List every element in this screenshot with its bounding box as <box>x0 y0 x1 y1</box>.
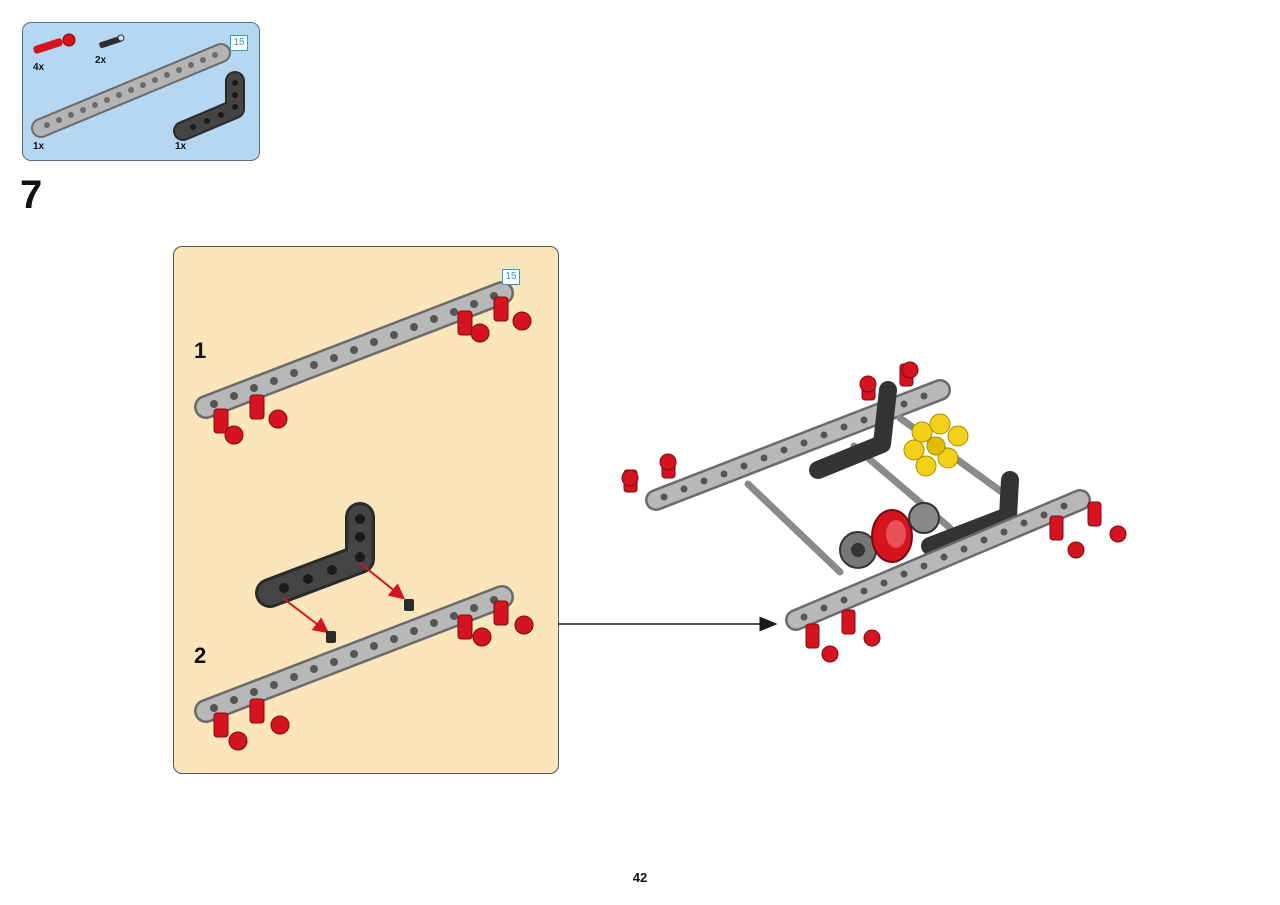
substep1-pins <box>213 296 532 445</box>
sub-step-2-number: 2 <box>194 643 207 668</box>
substep2-pins <box>213 600 534 751</box>
sub-step-1-number: 1 <box>194 338 207 363</box>
black-connectors <box>326 599 414 643</box>
callout-length-badge: 15 <box>502 269 520 285</box>
assembly-arrows <box>283 562 406 634</box>
yellow-knob-wheel <box>903 413 969 477</box>
front-beam-pins <box>805 501 1127 663</box>
substep2-l-beam <box>255 502 375 608</box>
front-beam <box>785 489 1091 631</box>
qty-black-l-beam: 1x <box>175 141 187 152</box>
parts-illustration <box>31 33 245 141</box>
gray-beam-icon <box>31 43 231 138</box>
parts-list-box: 4x 2x 1x 1x 15 <box>22 22 260 161</box>
qty-gray-beam: 1x <box>33 141 45 152</box>
callout-illustration <box>194 281 534 751</box>
gears <box>839 502 940 569</box>
qty-black-connector: 2x <box>95 55 107 66</box>
substep1-beam <box>194 281 514 419</box>
black-connector-icon <box>99 34 125 49</box>
qty-red-pin: 4x <box>33 62 45 73</box>
step-number: 7 <box>20 173 43 217</box>
beam-length-badge: 15 <box>230 35 248 51</box>
sub-assembly-callout: 15 1 2 <box>173 246 559 774</box>
black-l-beam-icon <box>173 71 245 141</box>
black-frame-beams <box>809 381 1019 555</box>
substep2-beam <box>194 585 514 723</box>
back-beam-pins <box>621 361 919 493</box>
page-number: 42 <box>632 870 648 885</box>
red-pin-icon <box>33 33 76 54</box>
